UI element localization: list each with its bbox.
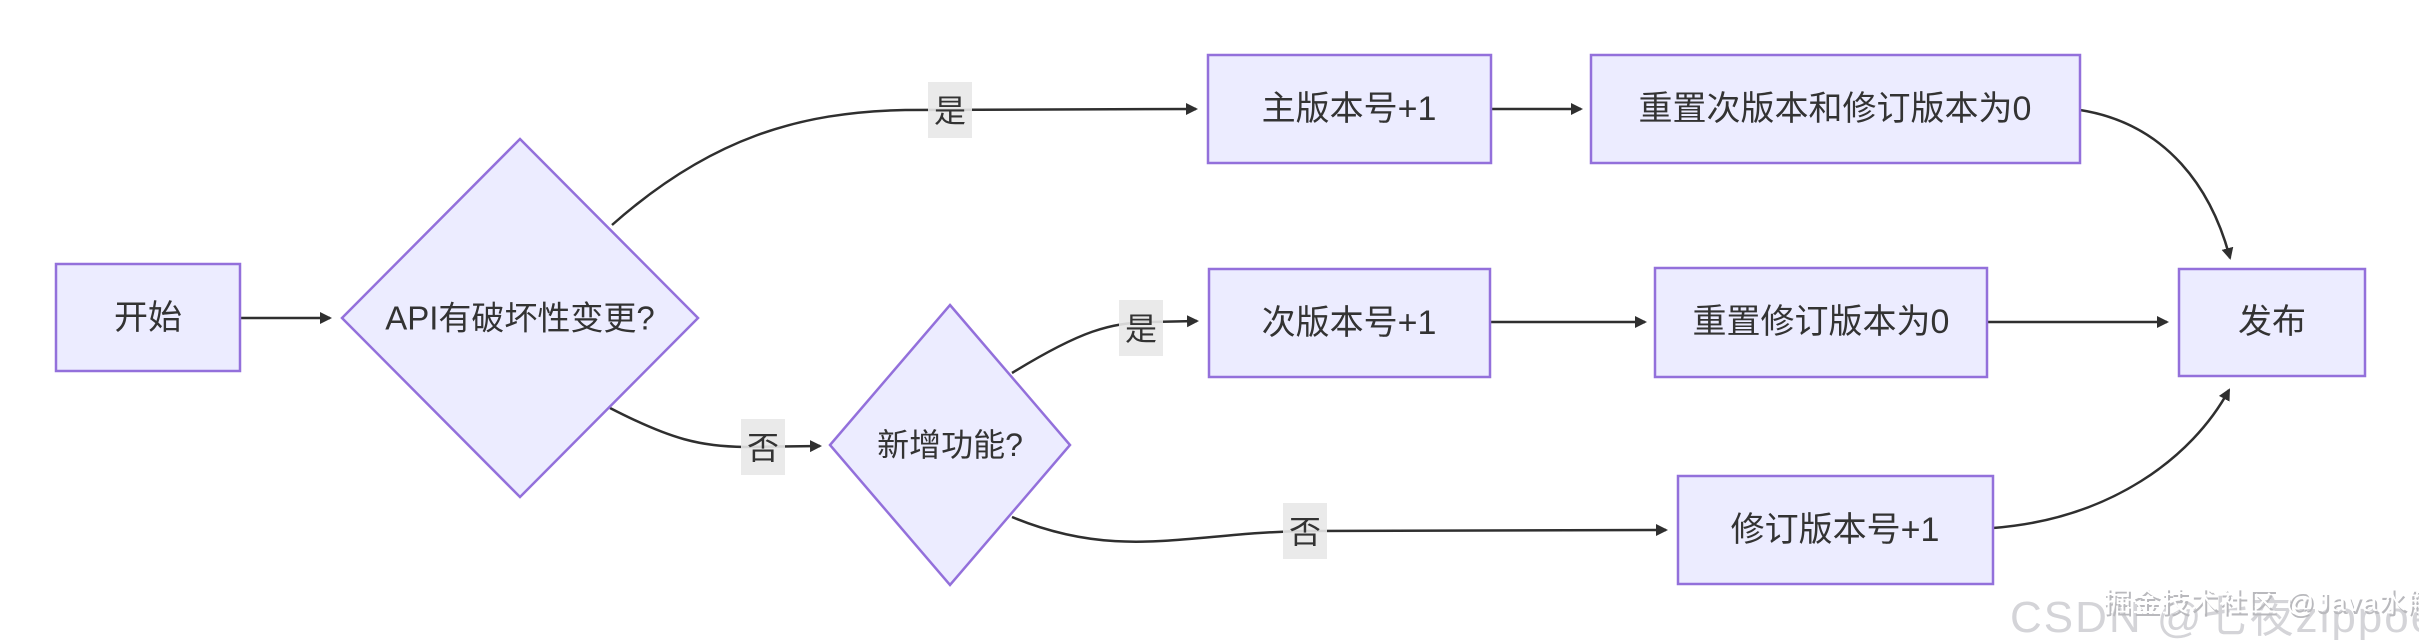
- svg-text:开始: 开始: [114, 299, 182, 337]
- edge-breaking-change-no-to-new-feature: [609, 406, 822, 453]
- node-new-feature: 新增功能?: [828, 303, 1072, 587]
- svg-text:修订版本号+1: 修订版本号+1: [1731, 511, 1940, 549]
- node-reset-patch: 重置修订版本为0: [1653, 266, 1989, 379]
- svg-text:是: 是: [1125, 311, 1157, 347]
- edge-label-no-2: 否: [1283, 503, 1327, 559]
- svg-text:重置次版本和修订版本为0: 重置次版本和修订版本为0: [1639, 90, 2032, 128]
- edge-layer: [240, 103, 2234, 543]
- watermark-layer: CSDN @七夜zippoe 掘金技术社区 @Java水解 掘金技术社区 @Ja…: [2010, 586, 2419, 640]
- svg-text:重置修订版本为0: 重置修订版本为0: [1693, 303, 1950, 341]
- edge-label-yes-2: 是: [1119, 300, 1163, 356]
- edge-new-feature-no-to-patch: [1011, 515, 1668, 543]
- juejin-watermark: 掘金技术社区 @Java水解: [2103, 586, 2419, 617]
- csdn-watermark: CSDN @七夜zippoe: [2010, 593, 2419, 640]
- svg-text:否: 否: [1289, 514, 1321, 550]
- svg-text:是: 是: [934, 93, 966, 129]
- node-major: 主版本号+1: [1206, 53, 1493, 165]
- juejin-watermark-shadow: 掘金技术社区 @Java水解: [2105, 589, 2419, 620]
- svg-text:主版本号+1: 主版本号+1: [1262, 90, 1437, 128]
- svg-text:新增功能?: 新增功能?: [877, 427, 1023, 463]
- node-minor: 次版本号+1: [1207, 267, 1492, 379]
- edge-reset-minor-patch-to-release: [2079, 108, 2234, 260]
- edge-label-layer: 是 否 是 否: [741, 82, 1327, 559]
- svg-text:否: 否: [747, 430, 779, 466]
- svg-text:发布: 发布: [2238, 303, 2306, 341]
- node-release: 发布: [2177, 267, 2367, 378]
- node-start: 开始: [54, 262, 242, 373]
- edge-label-yes-1: 是: [928, 82, 972, 138]
- node-reset-minor-patch: 重置次版本和修订版本为0: [1589, 53, 2082, 165]
- svg-text:API有破坏性变更?: API有破坏性变更?: [385, 300, 655, 337]
- edge-breaking-change-yes-to-major: [611, 103, 1198, 226]
- node-layer: 开始 API有破坏性变更? 主版本号+1 重置次版本和修订版本为0 新增功能?: [54, 53, 2367, 587]
- edge-new-feature-yes-to-minor: [1011, 315, 1199, 375]
- edge-patch-to-release: [1992, 388, 2231, 530]
- edge-label-no-1: 否: [741, 419, 785, 475]
- node-patch: 修订版本号+1: [1676, 474, 1995, 586]
- node-breaking-change: API有破坏性变更?: [340, 137, 700, 499]
- svg-text:次版本号+1: 次版本号+1: [1262, 304, 1437, 342]
